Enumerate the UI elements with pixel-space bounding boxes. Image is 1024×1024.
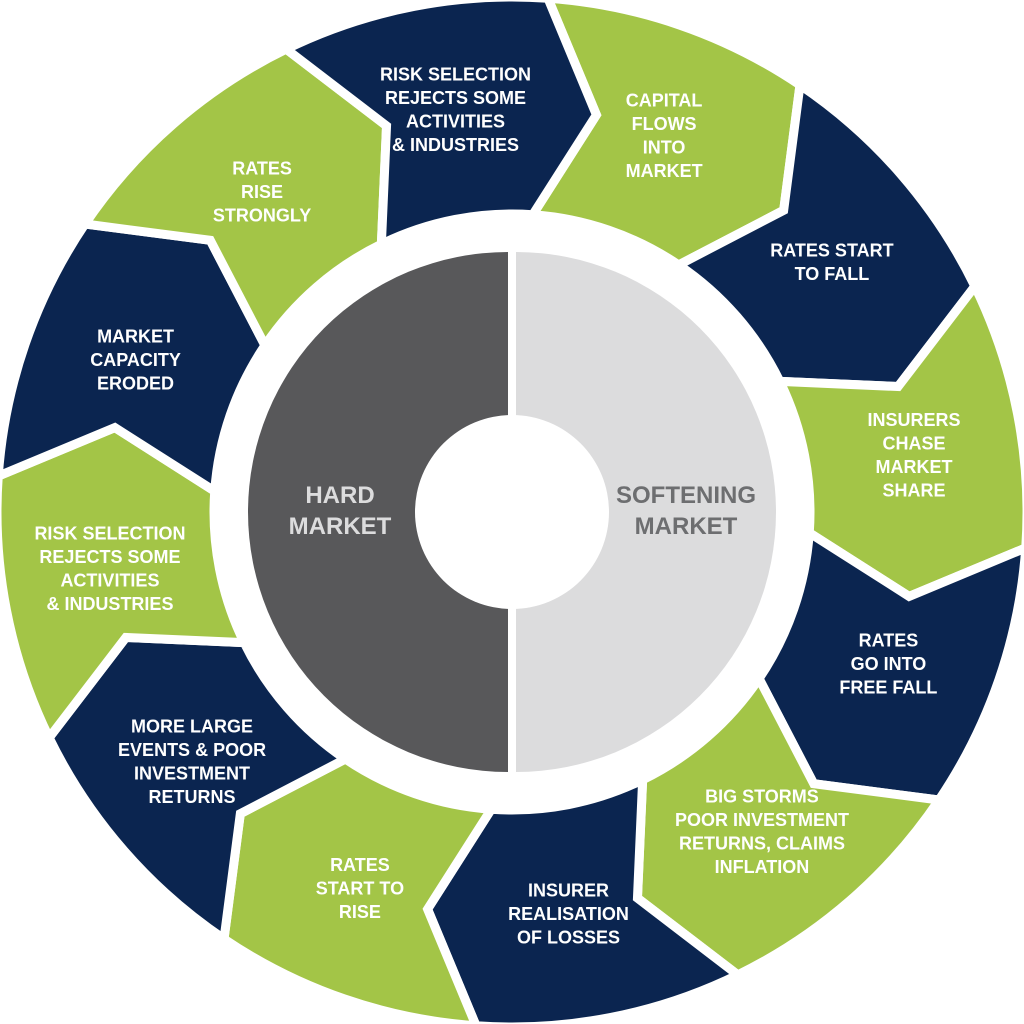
segment-label-line: RATES: [859, 631, 919, 651]
cycle-segment: INSURER REALISATION OF LOSSES: [422, 772, 747, 1024]
segment-label-line: RISK SELECTION: [34, 523, 185, 543]
hard-market-label: MARKET: [289, 513, 392, 540]
segment-label-line: REALISATION: [508, 904, 629, 924]
segment-label-line: MARKET: [97, 326, 174, 346]
segment-label-line: RATES: [232, 159, 292, 179]
softening-market-label: MARKET: [635, 513, 738, 540]
segment-label-line: RATES: [330, 855, 390, 875]
hard-market-half: [248, 252, 508, 772]
segment-label-line: INFLATION: [715, 857, 810, 877]
segment-label-line: ACTIVITIES: [406, 112, 505, 132]
segment-label-line: MARKET: [626, 161, 703, 181]
segment-chevron-shape: [277, 0, 602, 252]
segment-label-line: ACTIVITIES: [60, 570, 159, 590]
segment-label-line: OF LOSSES: [517, 928, 620, 948]
segment-label-line: RISE: [241, 182, 283, 202]
center-hole: [415, 415, 609, 609]
segment-chevron-shape: [422, 772, 747, 1024]
cycle-segment: INSURERS CHASE MARKET SHARE: [772, 277, 1024, 602]
segment-label-line: REJECTS SOME: [39, 547, 180, 567]
segment-label-line: RETURNS: [149, 787, 236, 807]
segment-label-line: TO FALL: [795, 264, 870, 284]
segment-label-line: RETURNS, CLAIMS: [679, 834, 845, 854]
segment-label-line: FREE FALL: [839, 678, 937, 698]
segment-label-line: REJECTS SOME: [385, 88, 526, 108]
segment-label-line: MARKET: [876, 457, 953, 477]
segment-label-line: BIG STORMS: [705, 787, 819, 807]
softening-market-half: [516, 252, 776, 772]
segment-label-line: CAPACITY: [90, 350, 181, 370]
segment-label-line: INSURERS: [868, 410, 961, 430]
hard-market-label: HARD: [305, 482, 374, 509]
softening-market-label: SOFTENING: [616, 482, 756, 509]
segment-label-line: RISE: [339, 902, 381, 922]
segment-label-line: START TO: [316, 878, 404, 898]
cycle-segment: MORE LARGE EVENTS & POOR INVESTMENT RETURNS: [43, 632, 355, 947]
segment-label-line: RISK SELECTION: [380, 65, 531, 85]
segment-label-line: STRONGLY: [213, 206, 311, 226]
segment-label-line: RATES START: [770, 240, 893, 260]
cycle-segment: RISK SELECTION REJECTS SOME ACTIVITIES & IN…: [277, 0, 602, 252]
segment-label-line: EVENTS & POOR: [118, 740, 266, 760]
segment-label-line: CAPITAL: [626, 90, 703, 110]
segment-label-line: INTO: [643, 137, 686, 157]
segment-label-line: & INDUSTRIES: [392, 135, 519, 155]
segment-label-line: SHARE: [883, 481, 946, 501]
segment-label-line: ERODED: [97, 373, 174, 393]
segment-label-line: POOR INVESTMENT: [675, 810, 849, 830]
segment-label-line: CHASE: [883, 434, 946, 454]
segment-label-line: GO INTO: [851, 654, 927, 674]
segment-chevron-shape: [772, 277, 1024, 602]
cycle-segment: RATES GO INTO FREE FALL: [753, 524, 1024, 805]
segment-label-line: INSURER: [528, 881, 609, 901]
segment-label-line: MORE LARGE: [131, 717, 253, 737]
segment-label-line: FLOWS: [632, 114, 697, 134]
cycle-segment: RATES START TO RISE: [219, 753, 500, 1024]
segment-chevron-shape: [0, 422, 252, 747]
segment-label-line: & INDUSTRIES: [46, 594, 173, 614]
cycle-segment: RISK SELECTION REJECTS SOME ACTIVITIES & IN…: [0, 422, 252, 747]
segment-label-line: INVESTMENT: [134, 764, 250, 784]
